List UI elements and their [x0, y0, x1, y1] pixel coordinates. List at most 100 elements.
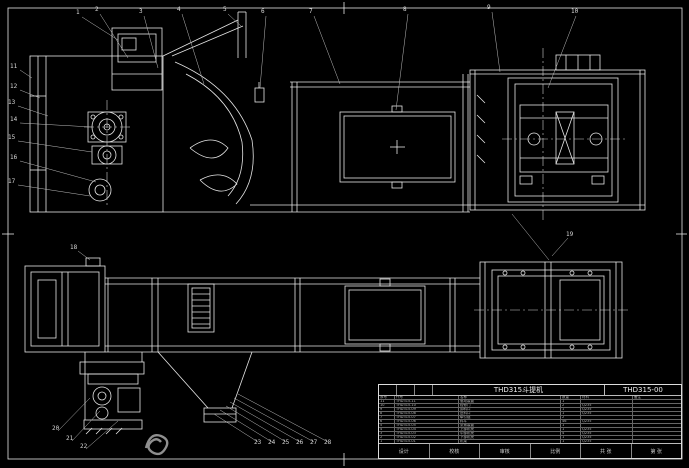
parts-cell: 1	[561, 428, 581, 431]
parts-cell	[581, 416, 633, 419]
drawing-title: THD315斗提机	[433, 385, 605, 395]
title-block-field: 共 张	[581, 444, 632, 458]
parts-cell: Q235	[581, 436, 633, 439]
parts-cell	[633, 412, 681, 415]
parts-cell: THD315-05	[395, 424, 459, 427]
callout-label: 22	[80, 443, 88, 450]
parts-cell: THD315-11	[395, 400, 459, 403]
callout-label: 1	[76, 9, 80, 16]
parts-cell	[633, 428, 681, 431]
callout-label: 7	[309, 8, 313, 15]
title-block-subcell	[379, 385, 397, 395]
parts-row: 序号代号名称数量材料备注	[379, 396, 681, 400]
parts-cell: 1	[379, 440, 395, 443]
parts-cell: 1	[561, 412, 581, 415]
callout-label: 2	[95, 6, 99, 13]
parts-cell: 4	[379, 428, 395, 431]
parts-cell: THD315-07	[395, 416, 459, 419]
callout-label: 18	[70, 244, 78, 251]
title-block-fields: 设计校核审核比例共 张第 张	[379, 443, 681, 458]
parts-cell: THD315-06	[395, 420, 459, 423]
parts-cell: 料斗	[459, 420, 561, 423]
parts-cell: 9	[379, 408, 395, 411]
callout-label: 20	[52, 425, 60, 432]
title-block-field: 审核	[480, 444, 531, 458]
drawing-number: THD315-00	[623, 386, 663, 394]
callout-label: 14	[10, 116, 18, 123]
parts-cell: 7	[379, 416, 395, 419]
parts-cell: 材料	[581, 396, 633, 399]
parts-cell: 张紧装置	[459, 424, 561, 427]
parts-cell: THD315-09	[395, 408, 459, 411]
parts-cell: 8	[379, 412, 395, 415]
parts-cell: THD315-08	[395, 412, 459, 415]
callout-label: 5	[223, 6, 227, 13]
parts-cell: 2	[379, 436, 395, 439]
title-block-field: 第 张	[650, 448, 663, 455]
parts-cell: 2	[561, 416, 581, 419]
callout-label: 25	[282, 439, 290, 446]
title-block-field: 比例	[531, 444, 581, 458]
callout-label: 15	[8, 134, 16, 141]
parts-cell	[633, 408, 681, 411]
parts-cell: 上部机壳	[459, 428, 561, 431]
parts-cell	[633, 436, 681, 439]
callout-label: 23	[254, 439, 262, 446]
parts-cell: 机架	[459, 440, 561, 443]
callout-label: 16	[10, 154, 18, 161]
parts-cell	[581, 424, 633, 427]
parts-cell: 5	[379, 424, 395, 427]
parts-cell: 驱动装置	[459, 400, 561, 403]
callout-label: 28	[324, 439, 332, 446]
parts-cell: Q235	[581, 420, 633, 423]
parts-cell	[633, 424, 681, 427]
parts-cell: 6	[379, 420, 395, 423]
callout-label: 10	[571, 8, 579, 15]
parts-cell: 1	[561, 400, 581, 403]
parts-cell: THD315-01	[395, 440, 459, 443]
parts-cell: 2	[561, 404, 581, 407]
parts-cell: 备注	[634, 396, 641, 399]
parts-cell: THD315-02	[395, 436, 459, 439]
parts-cell: 46	[561, 420, 581, 423]
parts-cell: 下部机壳	[459, 436, 561, 439]
title-block-subcell	[397, 385, 415, 395]
parts-cell: 1	[561, 408, 581, 411]
parts-cell: 1	[561, 440, 581, 443]
callout-label: 21	[66, 435, 74, 442]
callout-label: 3	[139, 8, 143, 15]
parts-cell: 名称	[459, 396, 561, 399]
parts-cell: Q235	[581, 440, 633, 443]
callout-label: 4	[177, 6, 181, 13]
parts-cell: 4	[561, 432, 581, 435]
bottom-view	[24, 257, 623, 435]
leader-lines	[17, 11, 577, 450]
parts-cell: Q235	[581, 428, 633, 431]
parts-cell	[633, 432, 681, 435]
parts-cell: THD315-04	[395, 428, 459, 431]
callout-label: 17	[8, 178, 16, 185]
parts-cell: 卸料口	[459, 408, 561, 411]
parts-cell: 代号	[395, 396, 459, 399]
callout-label: 9	[487, 4, 491, 11]
parts-cell	[633, 416, 681, 419]
parts-cell: Q235	[581, 408, 633, 411]
callout-label: 24	[268, 439, 276, 446]
parts-cell: 进料口	[459, 412, 561, 415]
parts-cell: 数量	[561, 396, 581, 399]
parts-cell: 1	[561, 424, 581, 427]
parts-cell	[581, 400, 633, 403]
parts-cell: 中部机壳	[459, 432, 561, 435]
